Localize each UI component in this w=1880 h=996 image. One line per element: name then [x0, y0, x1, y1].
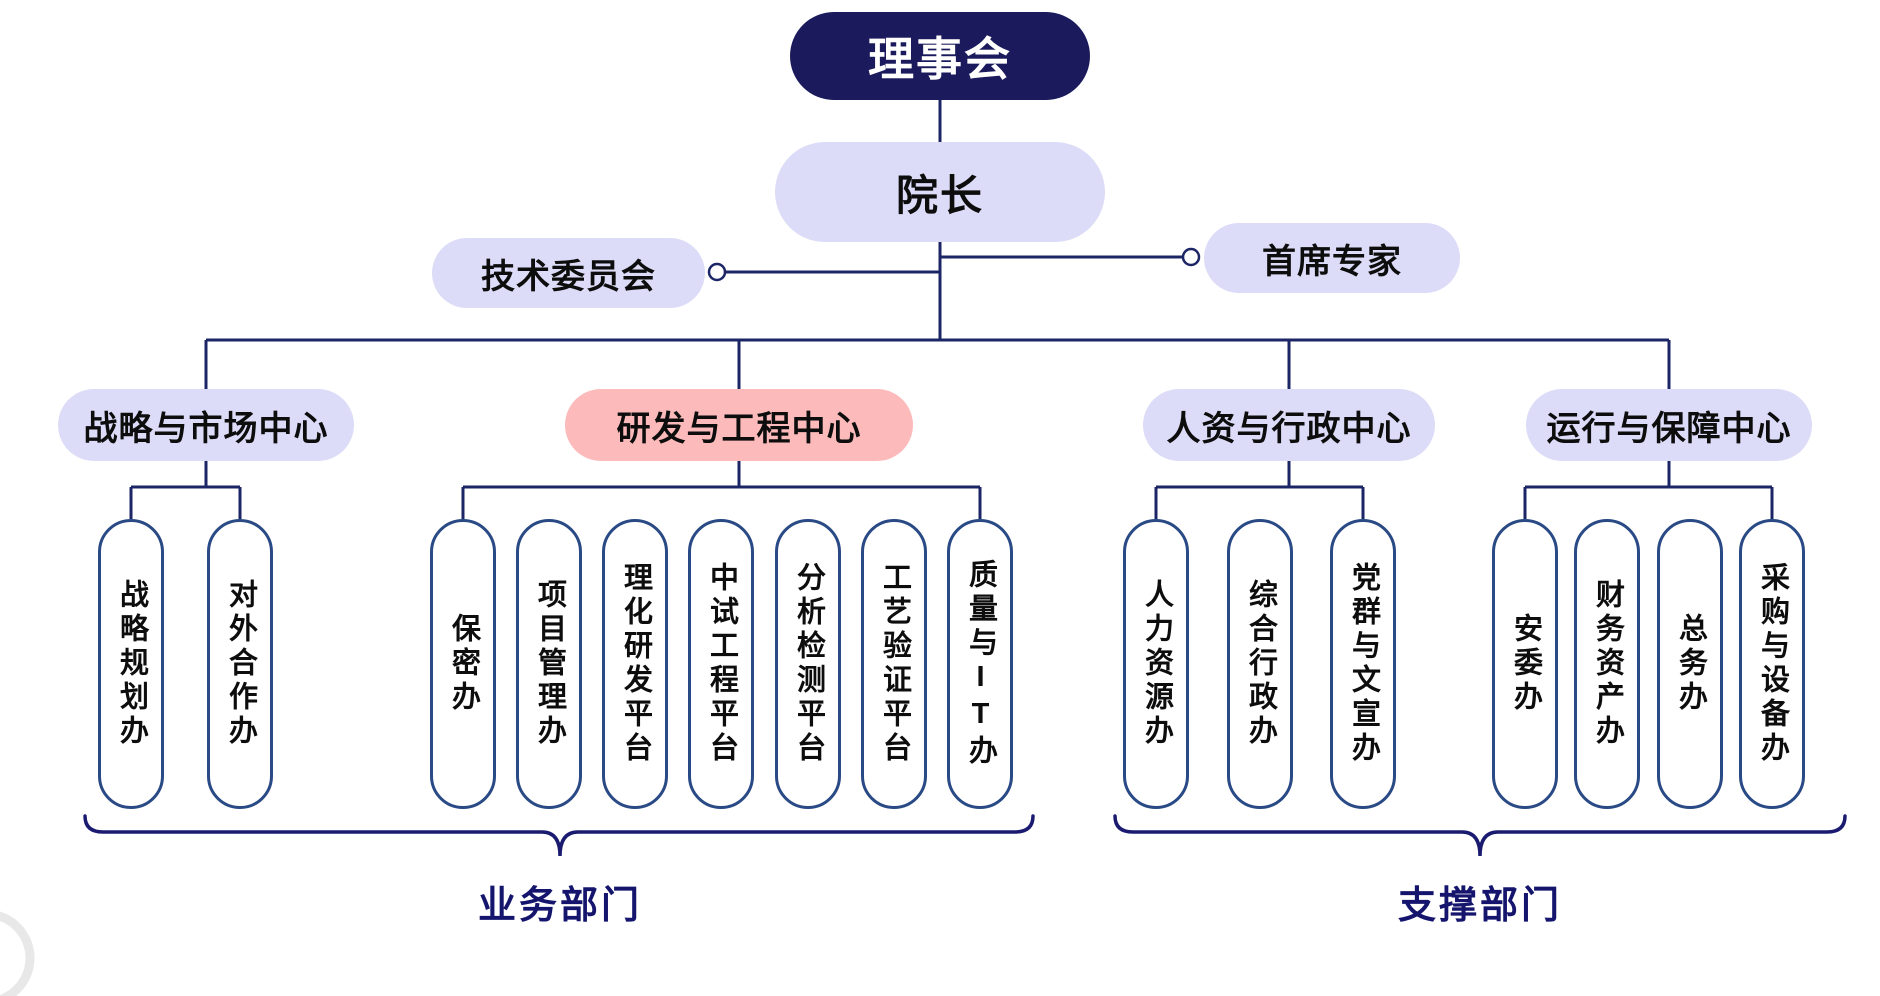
- group-label-business: 业务部门: [477, 885, 643, 927]
- president-node: 院长: [775, 142, 1105, 242]
- dept-node-process-validation-platform: 工艺验证平台: [861, 519, 927, 809]
- dept-node-procurement-equipment: 采购与设备办: [1739, 519, 1805, 809]
- tech-committee-node: 技术委员会: [432, 238, 705, 308]
- dept-node-confidentiality: 保密办: [430, 519, 496, 809]
- chief-expert-node: 首席专家: [1204, 223, 1460, 293]
- support-group-brace: [1113, 814, 1847, 857]
- dept-node-human-resources: 人力资源办: [1123, 519, 1189, 809]
- dept-node-quality-it: 质量与IT办: [947, 519, 1013, 809]
- dept-node-project-management: 项目管理办: [516, 519, 582, 809]
- corner-circle-decoration: [0, 911, 35, 996]
- dept-node-finance-assets: 财务资产办: [1574, 519, 1640, 809]
- dept-node-safety-committee: 安委办: [1492, 519, 1558, 809]
- dept-node-strategic-planning: 战略规划办: [98, 519, 164, 809]
- dept-node-physchem-rd-platform: 理化研发平台: [602, 519, 668, 809]
- business-group-brace: [83, 814, 1035, 857]
- center-node-operations-support: 运行与保障中心: [1526, 389, 1812, 461]
- dept-node-analysis-testing-platform: 分析检测平台: [775, 519, 841, 809]
- board-node: 理事会: [790, 12, 1090, 100]
- dept-node-general-affairs: 总务办: [1657, 519, 1723, 809]
- tech-committee-ring-terminal: [707, 262, 727, 282]
- chief-expert-ring-terminal: [1181, 247, 1201, 267]
- dept-node-external-cooperation: 对外合作办: [207, 519, 273, 809]
- center-node-hr-admin: 人资与行政中心: [1143, 389, 1435, 461]
- dept-node-general-administration: 综合行政办: [1227, 519, 1293, 809]
- center-node-strategy-market: 战略与市场中心: [58, 389, 354, 461]
- center-node-rd-engineering: 研发与工程中心: [565, 389, 913, 461]
- group-label-support: 支撑部门: [1397, 885, 1563, 927]
- dept-node-pilot-engineering-platform: 中试工程平台: [688, 519, 754, 809]
- dept-node-party-publicity: 党群与文宣办: [1330, 519, 1396, 809]
